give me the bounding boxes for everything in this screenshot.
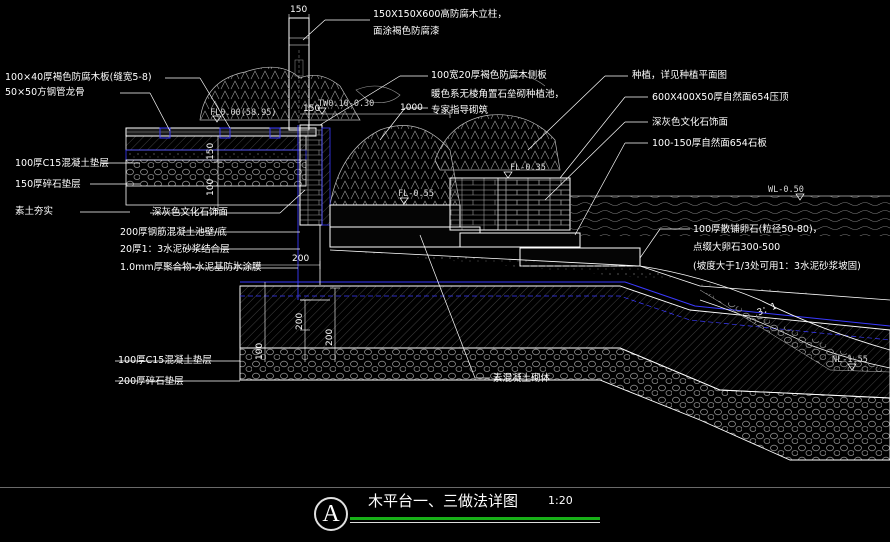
level-markers xyxy=(212,107,857,371)
label-planting-2: 专家指导砌筑 xyxy=(431,105,489,116)
dim-span: 1000 xyxy=(400,103,423,113)
dimension-lines xyxy=(214,14,451,362)
pool-foundation xyxy=(239,225,890,461)
dim-top-height: 150 xyxy=(206,142,216,160)
section-drawing xyxy=(80,14,890,461)
label-natural-stone: 100-150厚自然面654石板 xyxy=(652,138,767,149)
label-culture-stone-wall: 深灰色文化石饰面 xyxy=(152,207,229,218)
leader-lines xyxy=(80,19,690,382)
title-rule xyxy=(0,487,890,488)
label-plain-concrete: 素混凝土砌体 xyxy=(493,373,551,384)
stone-steps xyxy=(329,177,641,267)
label-post-spec-1: 150X150X600高防腐木立柱， xyxy=(373,9,507,20)
dim-post-width: 150 xyxy=(290,5,308,15)
label-c15-top: 100厚C15混凝土垫层 xyxy=(15,158,109,169)
label-pebbles-3: (坡度大于1/3处可用1：3水泥砂浆坡固) xyxy=(693,261,861,272)
label-coping: 600X400X50厚自然面654压顶 xyxy=(652,92,789,103)
label-waterproof: 1.0mm厚聚合物-水泥基防水涂膜 xyxy=(120,262,262,273)
pool-wall xyxy=(297,124,331,300)
label-culture-stone-face: 深灰色文化石饰面 xyxy=(652,117,729,128)
water xyxy=(570,195,890,236)
level-fl-bottom: FL-0.55 xyxy=(398,189,434,199)
label-mortar: 20厚1：3水泥砂浆结合层 xyxy=(120,244,230,255)
level-fl-planter: FL-0.35 xyxy=(510,163,546,173)
level-tw: TW0.10-0.30 xyxy=(318,99,375,109)
label-deck-board: 100×40厚褐色防腐木板(缝宽5-8) xyxy=(5,72,152,83)
dim-wall-offset: 150 xyxy=(303,104,321,114)
label-c15-bottom: 100厚C15混凝土垫层 xyxy=(118,355,212,366)
label-plants: 种植，详见种植平面图 xyxy=(632,70,728,81)
drawing-scale: 1:20 xyxy=(548,494,573,507)
label-pebbles-1: 100厚散铺卵石(粒径50-80)， xyxy=(693,224,823,235)
shrubs xyxy=(199,66,561,206)
label-rc-pool: 200厚钢筋混凝土池壁/底 xyxy=(120,227,227,238)
title-underline-green xyxy=(350,517,600,520)
timber-deck xyxy=(125,127,317,139)
dim-base-width: 200 xyxy=(292,254,310,264)
dim-lower-200b: 200 xyxy=(325,328,335,346)
label-keel: 50×50方钢管龙骨 xyxy=(5,87,85,98)
dim-lower-100: 100 xyxy=(255,342,265,360)
label-compacted-soil: 素土夯实 xyxy=(15,206,54,217)
drawing-title: 木平台一、三做法详图 xyxy=(368,492,519,510)
dim-lower-200a: 200 xyxy=(295,312,305,330)
label-pebbles-2: 点缀大卵石300-500 xyxy=(693,242,781,253)
level-nl: NL-1.55 xyxy=(832,355,868,365)
label-side-board: 100宽20厚褐色防腐木侧板 xyxy=(431,70,547,81)
title-underline-white xyxy=(350,522,600,523)
label-planting-1: 暖色系无棱角置石垒砌种植池， xyxy=(431,89,565,100)
dim-mid-height: 100 xyxy=(206,178,216,196)
label-gravel-top: 150厚碎石垫层 xyxy=(15,179,81,190)
label-gravel-bottom: 200厚碎石垫层 xyxy=(118,376,184,387)
label-post-spec-2: 面涂褐色防腐漆 xyxy=(373,26,440,37)
level-fl-top: FL0.00(58.95) xyxy=(210,108,277,118)
level-wl: WL-0.50 xyxy=(768,185,804,195)
title-detail-marker: A xyxy=(314,497,348,531)
left-base-layers xyxy=(125,135,307,206)
